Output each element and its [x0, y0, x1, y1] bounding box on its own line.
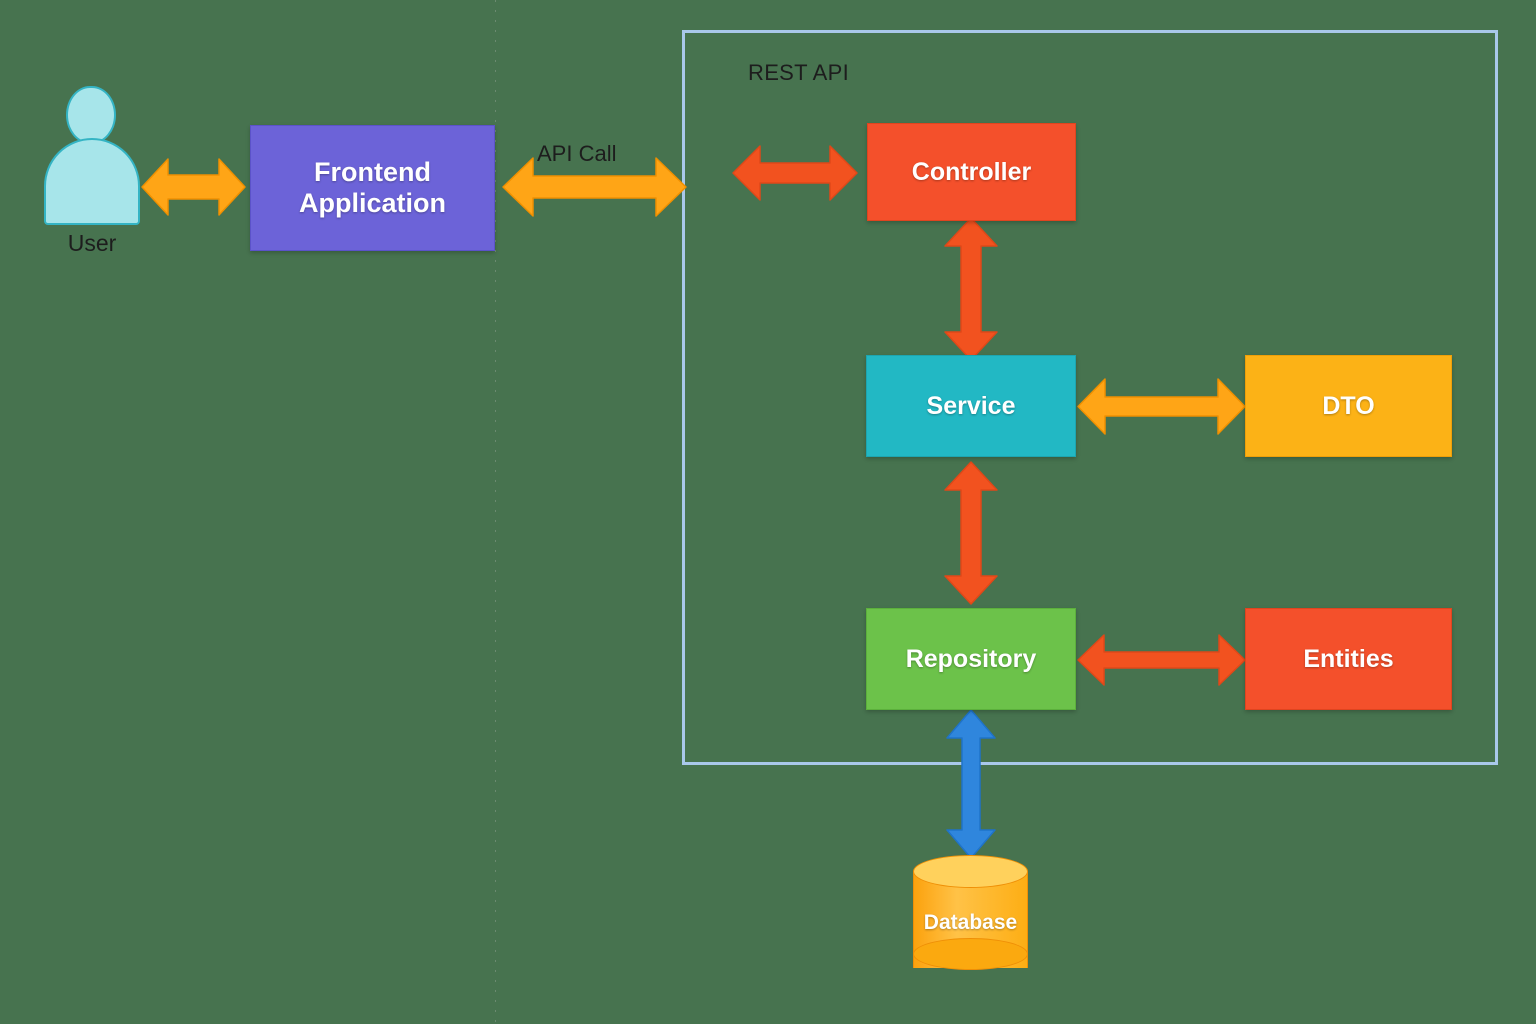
api-call-label: API Call — [537, 141, 617, 166]
node-service[interactable]: Service — [866, 355, 1076, 457]
node-controller-label: Controller — [911, 157, 1032, 186]
arrow-repository-to-entities — [1077, 634, 1246, 686]
node-frontend-application-label: Frontend Application — [299, 157, 446, 219]
frontend-label-line1: Frontend — [314, 156, 431, 187]
arrow-frontend-to-restapi — [502, 155, 687, 219]
node-dto-label: DTO — [1322, 391, 1375, 420]
node-controller[interactable]: Controller — [867, 123, 1076, 221]
arrow-service-to-dto — [1077, 378, 1246, 435]
frontend-label-line2: Application — [299, 188, 446, 218]
arrow-repository-to-database — [945, 709, 997, 859]
rest-api-label: REST API — [748, 60, 850, 85]
node-database[interactable]: Database — [913, 855, 1028, 983]
guide-line — [495, 0, 496, 1024]
node-service-label: Service — [926, 391, 1016, 420]
node-repository[interactable]: Repository — [866, 608, 1076, 710]
arrow-user-to-frontend — [141, 155, 246, 219]
person-icon-body — [44, 138, 140, 225]
node-frontend-application[interactable]: Frontend Application — [250, 125, 495, 251]
node-repository-label: Repository — [905, 644, 1037, 673]
person-icon-head — [66, 86, 116, 144]
database-cylinder-bottom — [913, 938, 1028, 970]
database-cylinder-top — [913, 855, 1028, 888]
arrow-restapi-to-controller — [732, 144, 858, 202]
rest-api-container — [682, 30, 1498, 765]
user-label: User — [67, 230, 117, 256]
node-entities[interactable]: Entities — [1245, 608, 1452, 710]
node-entities-label: Entities — [1303, 644, 1394, 673]
user-actor: User — [42, 86, 142, 261]
node-dto[interactable]: DTO — [1245, 355, 1452, 457]
node-database-label: Database — [923, 911, 1018, 934]
arrow-controller-to-service — [943, 217, 999, 361]
arrow-service-to-repository — [943, 461, 999, 605]
